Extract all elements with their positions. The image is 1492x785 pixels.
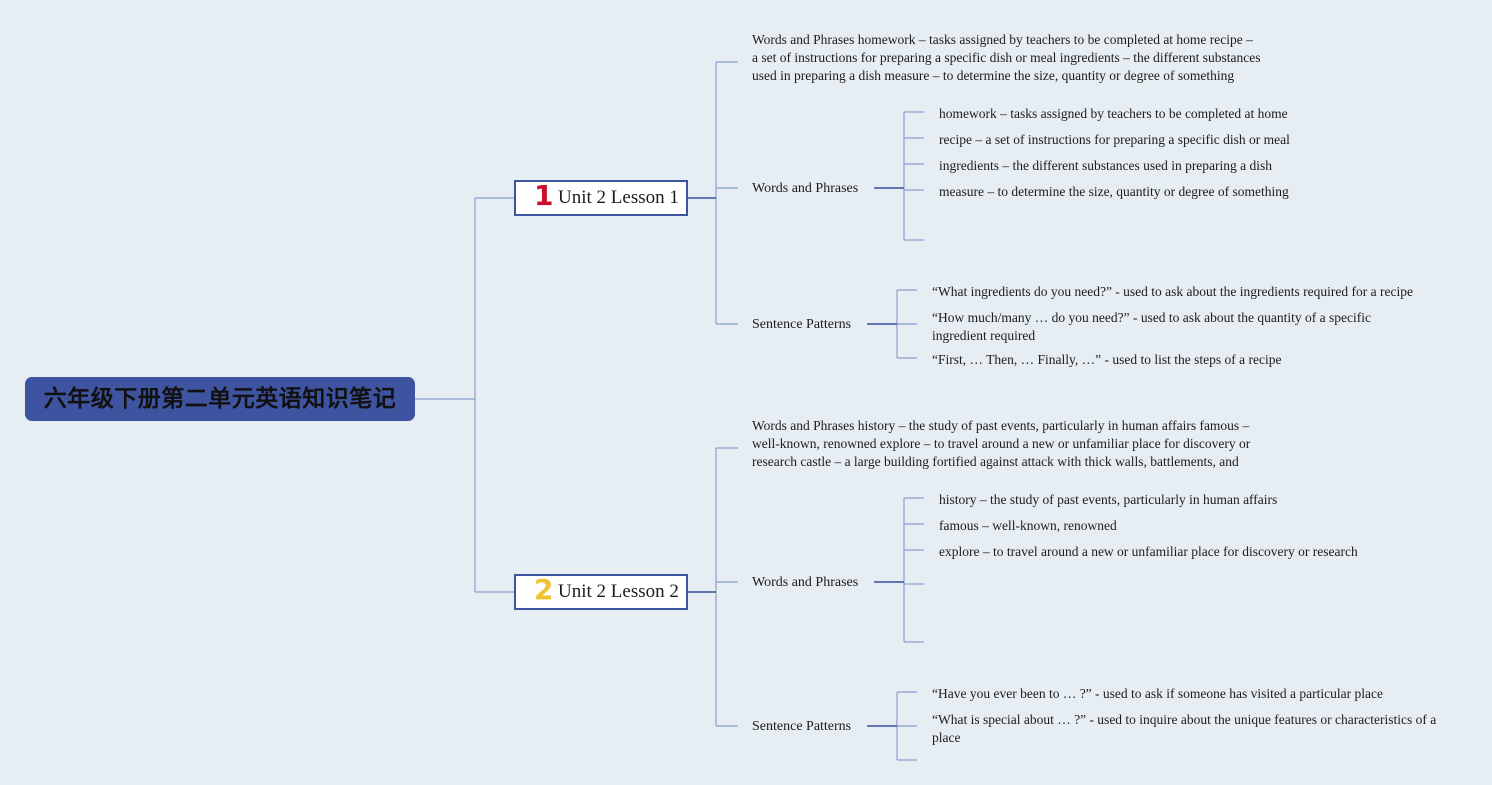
lesson-1-word-item[interactable]: measure – to determine the size, quantit… <box>939 184 1289 199</box>
lesson-1-word-item[interactable]: recipe – a set of instructions for prepa… <box>939 132 1290 147</box>
lesson-1-patterns-label[interactable]: Sentence Patterns <box>752 317 852 332</box>
number-1-icon: 1 <box>534 179 554 212</box>
lesson-1-summary[interactable]: Words and Phrases homework – tasks assig… <box>752 32 1261 83</box>
lesson-2-word-item[interactable]: explore – to travel around a new or unfa… <box>939 544 1358 559</box>
lesson-1-word-item[interactable]: homework – tasks assigned by teachers to… <box>939 106 1288 121</box>
lesson-1-pattern-item[interactable]: “First, … Then, … Finally, …” - used to … <box>932 352 1282 367</box>
lesson-2-word-item[interactable]: history – the study of past events, part… <box>939 492 1278 507</box>
lesson-2-pattern-item[interactable]: “Have you ever been to … ?” - used to as… <box>932 686 1383 701</box>
lesson-2-word-item[interactable]: famous – well-known, renowned <box>939 518 1117 533</box>
root-topic[interactable]: 六年级下册第二单元英语知识笔记 <box>25 377 415 421</box>
lesson-2-title: Unit 2 Lesson 2 <box>558 581 679 602</box>
lesson-2-topic[interactable]: 2 Unit 2 Lesson 2 <box>514 574 688 610</box>
lesson-2-patterns-label[interactable]: Sentence Patterns <box>752 719 852 734</box>
lesson-1-pattern-item[interactable]: “How much/many … do you need?” - used to… <box>932 310 1372 343</box>
lesson-1-topic[interactable]: 1 Unit 2 Lesson 1 <box>514 180 688 216</box>
lesson-2-pattern-item[interactable]: “What is special about … ?” - used to in… <box>932 712 1437 745</box>
lesson-1-pattern-item[interactable]: “What ingredients do you need?” - used t… <box>932 284 1413 299</box>
lesson-1-word-item[interactable]: ingredients – the different substances u… <box>939 158 1273 173</box>
lesson-2-words-label[interactable]: Words and Phrases <box>752 575 859 590</box>
lesson-2-summary[interactable]: Words and Phrases history – the study of… <box>752 418 1251 473</box>
lesson-1-words-label[interactable]: Words and Phrases <box>752 181 859 196</box>
number-2-icon: 2 <box>534 573 554 606</box>
lesson-1-title: Unit 2 Lesson 1 <box>558 187 679 208</box>
